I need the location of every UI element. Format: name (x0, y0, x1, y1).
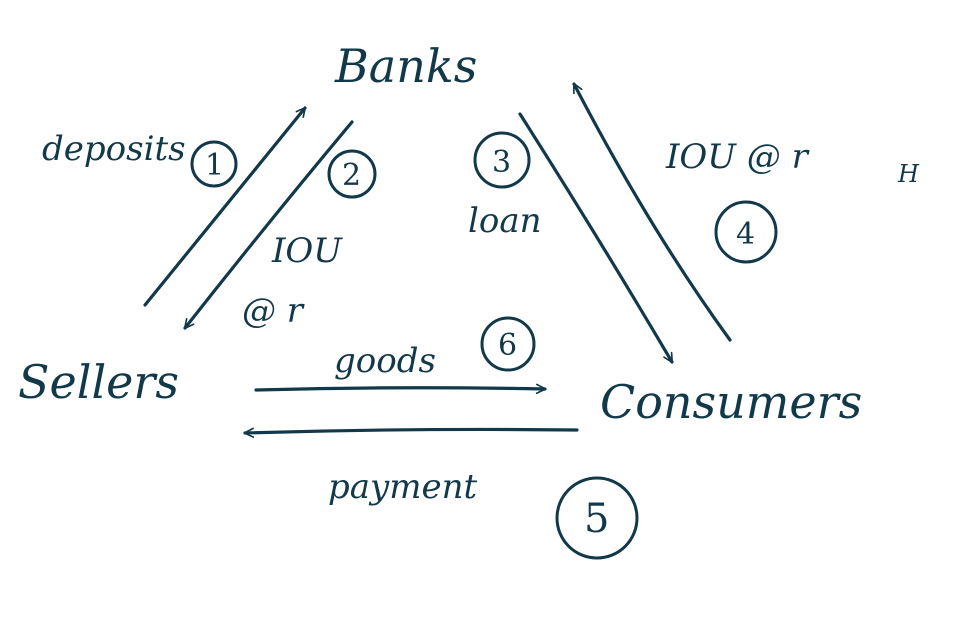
label-loan: loan (468, 201, 542, 241)
step-badge-1: 1 (190, 140, 238, 188)
step-badge-4: 4 (714, 200, 778, 264)
arrow-payment (243, 427, 579, 438)
step-circle-6 (480, 316, 536, 372)
node-consumers: Consumers (600, 375, 862, 429)
arrow-deposits (143, 106, 307, 307)
step-number-2: 2 (342, 158, 361, 193)
arrow-iou-rh (572, 82, 732, 342)
step-circle-1 (190, 140, 238, 188)
step-number-3: 3 (492, 145, 511, 180)
label-payment: payment (328, 467, 478, 507)
step-circle-5 (555, 476, 639, 560)
arrow-loan (518, 112, 674, 364)
label-goods: goods (334, 341, 436, 381)
arrow-iou-r (183, 120, 354, 330)
label-iou-rh-subscript: H (897, 160, 920, 188)
label-iou-rh: IOU @ r (665, 137, 810, 177)
arrow-goods (254, 383, 547, 395)
label-iou-r-line1: IOU (271, 231, 343, 271)
label-deposits: deposits (42, 129, 186, 169)
step-badge-2: 2 (327, 149, 377, 199)
step-badge-6: 6 (480, 316, 536, 372)
step-number-6: 6 (498, 328, 517, 363)
step-circle-4 (714, 200, 778, 264)
node-sellers: Sellers (18, 355, 179, 409)
step-number-4: 4 (736, 217, 755, 252)
step-badge-5: 5 (555, 476, 639, 560)
step-circle-3 (473, 131, 531, 189)
label-iou-r-line2: @ r (242, 291, 305, 331)
step-number-1: 1 (205, 148, 224, 183)
node-banks: Banks (334, 39, 477, 93)
step-circle-2 (327, 149, 377, 199)
step-number-5: 5 (584, 496, 609, 542)
step-badge-3: 3 (473, 131, 531, 189)
